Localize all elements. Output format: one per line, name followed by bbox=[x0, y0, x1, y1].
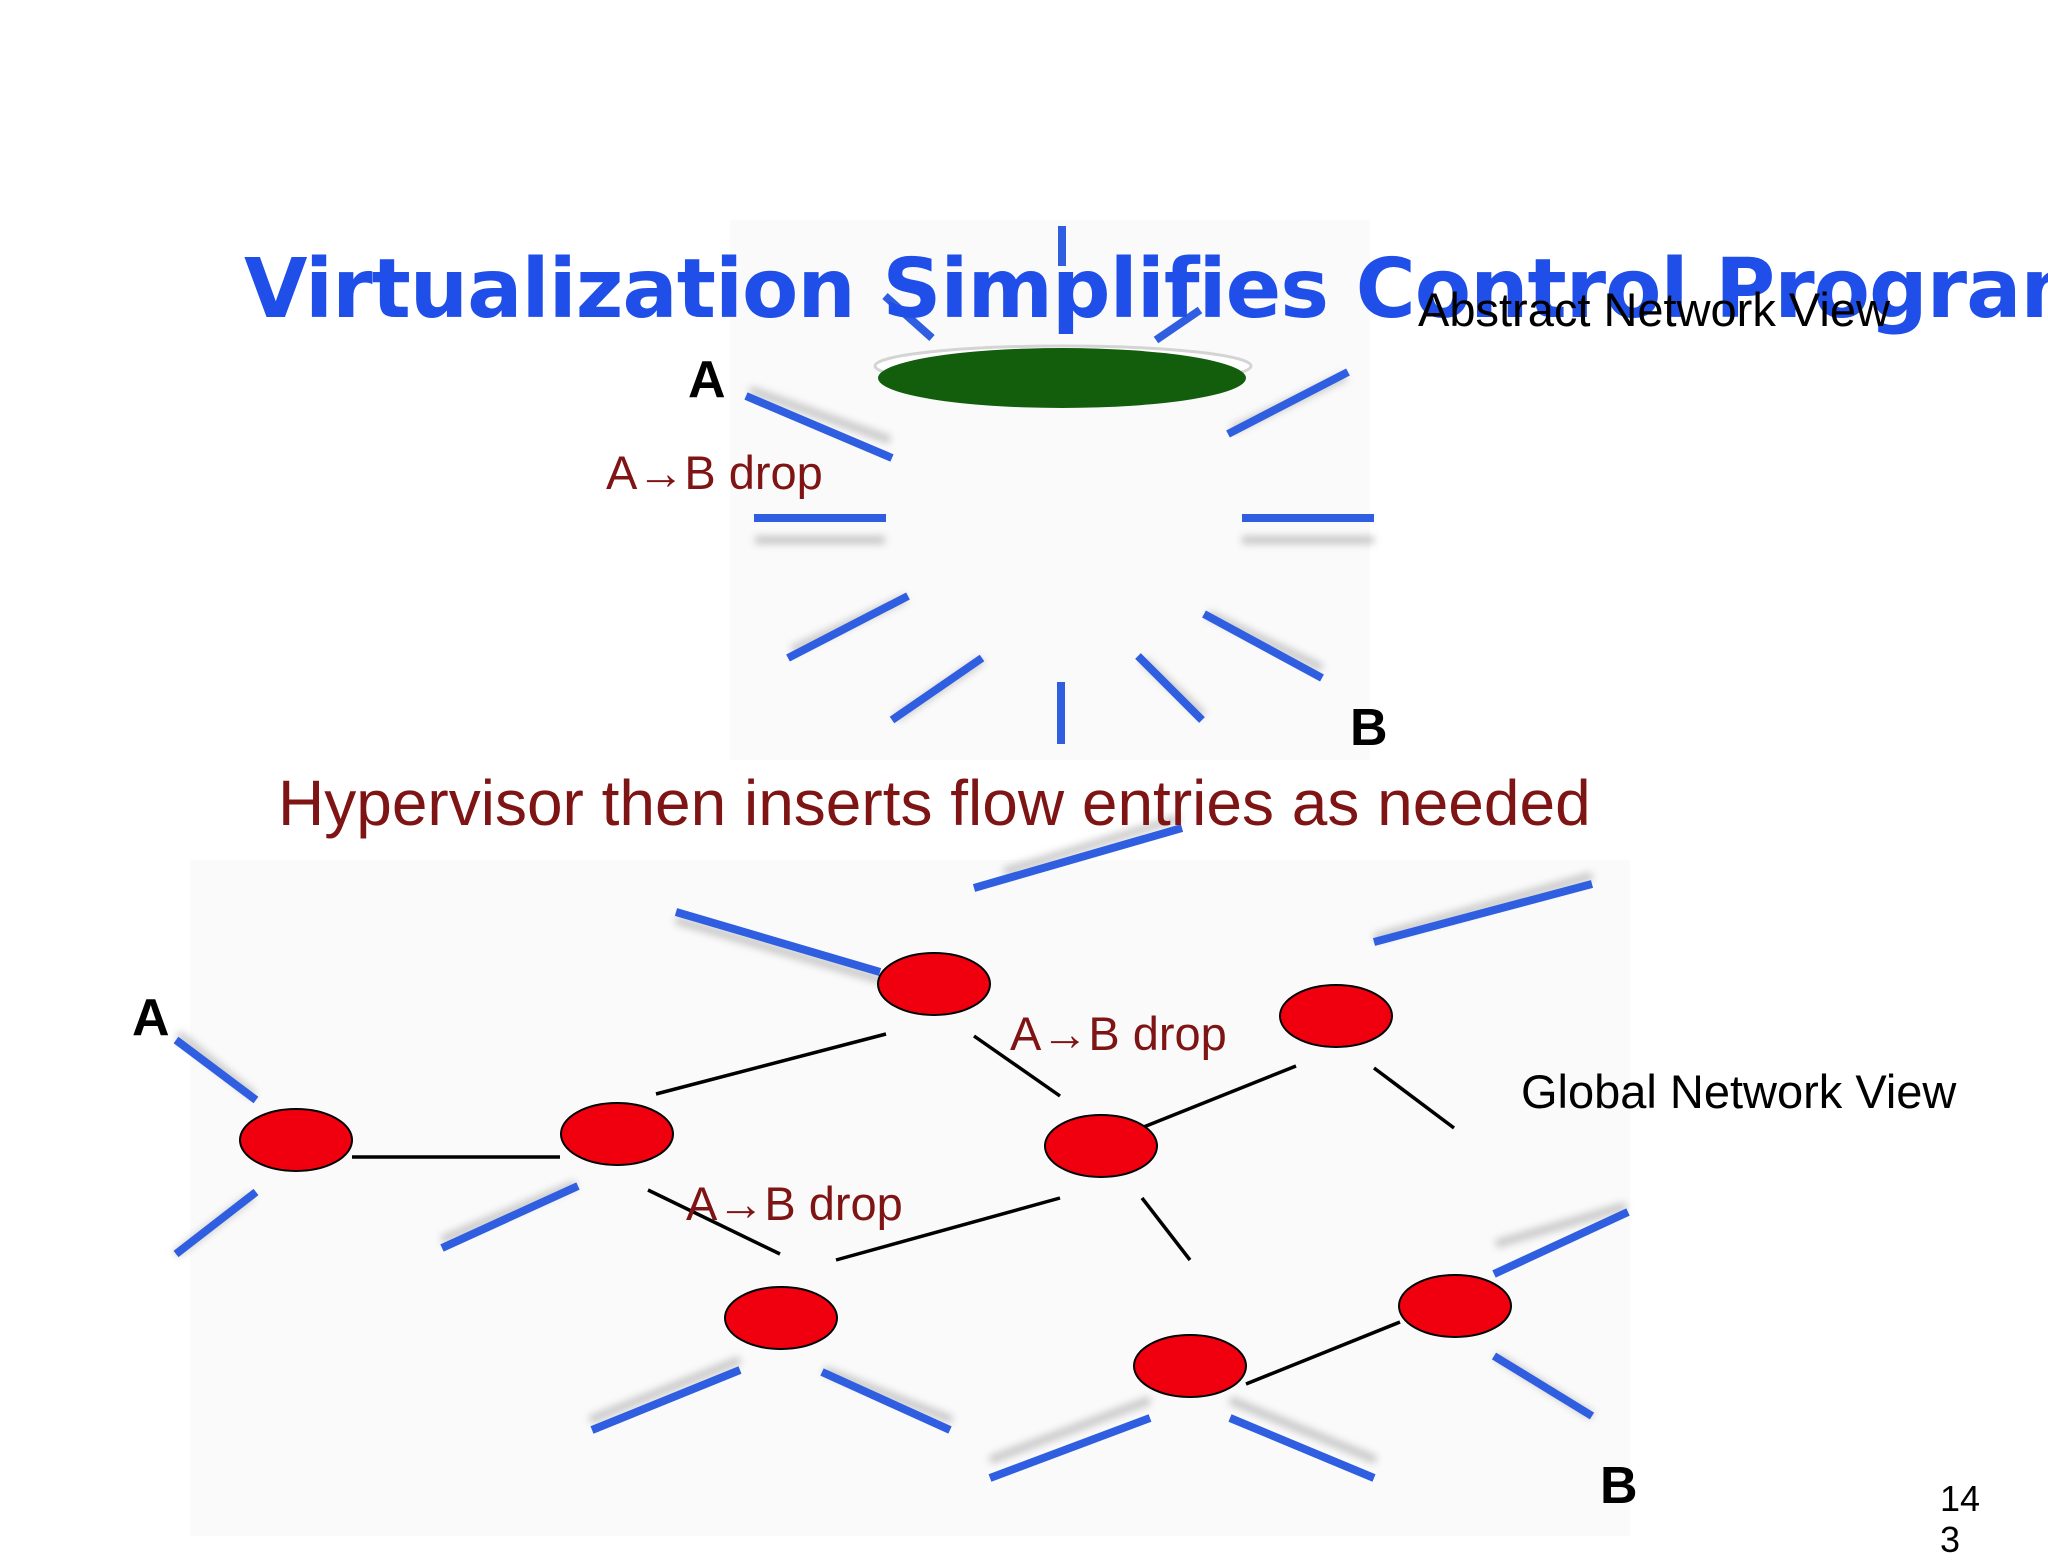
link-s4-s7 bbox=[1140, 1196, 1192, 1262]
global-port-9 bbox=[1228, 1414, 1376, 1482]
global-host-a: A bbox=[132, 989, 170, 1047]
switch-7 bbox=[1133, 1334, 1247, 1398]
global-view-label: Global Network View bbox=[1521, 1065, 1957, 1118]
abstract-port-top-right bbox=[1153, 306, 1203, 344]
global-switches bbox=[239, 952, 1512, 1398]
link-s7-s8 bbox=[1245, 1320, 1401, 1386]
link-s2-s6 bbox=[647, 1188, 781, 1256]
abstract-port-top-left bbox=[882, 293, 935, 341]
global-port-4 bbox=[173, 1188, 259, 1258]
abstract-port-lower-left bbox=[786, 592, 910, 662]
abstract-host-a: A bbox=[688, 351, 726, 409]
link-s4-s6 bbox=[835, 1196, 1061, 1262]
global-host-b: B bbox=[1600, 1457, 1638, 1515]
abstract-ports bbox=[744, 226, 1374, 744]
global-port-8 bbox=[988, 1414, 1152, 1482]
abstract-panel bbox=[730, 220, 1370, 760]
global-port-10 bbox=[1492, 1208, 1630, 1278]
link-s4-s5 bbox=[1135, 1064, 1297, 1132]
abstract-port-b bbox=[1202, 610, 1324, 682]
link-s2-s3 bbox=[655, 1032, 887, 1096]
global-port-6 bbox=[590, 1366, 742, 1434]
global-port-2 bbox=[674, 908, 882, 976]
abstract-view-label: Abstract Network View bbox=[1418, 283, 1890, 336]
global-port-b bbox=[1491, 1352, 1595, 1420]
abstract-host-b: B bbox=[1350, 699, 1388, 757]
global-drop-rule-1: A→B drop bbox=[1010, 1007, 1227, 1060]
global-links bbox=[352, 1032, 1456, 1386]
switch-1 bbox=[239, 1108, 353, 1172]
switch-8 bbox=[1398, 1274, 1512, 1338]
global-port-1 bbox=[972, 824, 1184, 892]
abstract-port-bottom-left bbox=[889, 654, 985, 724]
abstract-port-a bbox=[744, 392, 894, 462]
abstract-switch bbox=[878, 348, 1246, 408]
abstract-port-upper-right bbox=[1226, 368, 1350, 438]
hypervisor-caption: Hypervisor then inserts flow entries as … bbox=[278, 767, 1591, 839]
abstract-port-bottom-right bbox=[1135, 653, 1205, 723]
global-port-3 bbox=[1372, 880, 1594, 946]
switch-6 bbox=[724, 1286, 838, 1350]
switch-2 bbox=[560, 1102, 674, 1166]
global-port-a bbox=[173, 1036, 259, 1104]
slide-title: Virtualization Simplifies Control Progra… bbox=[244, 242, 2048, 337]
link-s5-stub bbox=[1372, 1066, 1456, 1130]
switch-5 bbox=[1044, 1114, 1158, 1178]
global-drop-rule-2: A→B drop bbox=[686, 1177, 903, 1230]
switch-3 bbox=[877, 952, 991, 1016]
page-number: 14 3 bbox=[1940, 1478, 1981, 1561]
global-ports bbox=[173, 814, 1630, 1482]
switch-4 bbox=[1279, 984, 1393, 1048]
link-s3-s4 bbox=[972, 1034, 1062, 1098]
abstract-drop-rule: A→B drop bbox=[606, 446, 823, 499]
global-port-7 bbox=[820, 1368, 952, 1434]
global-port-5 bbox=[440, 1182, 580, 1252]
